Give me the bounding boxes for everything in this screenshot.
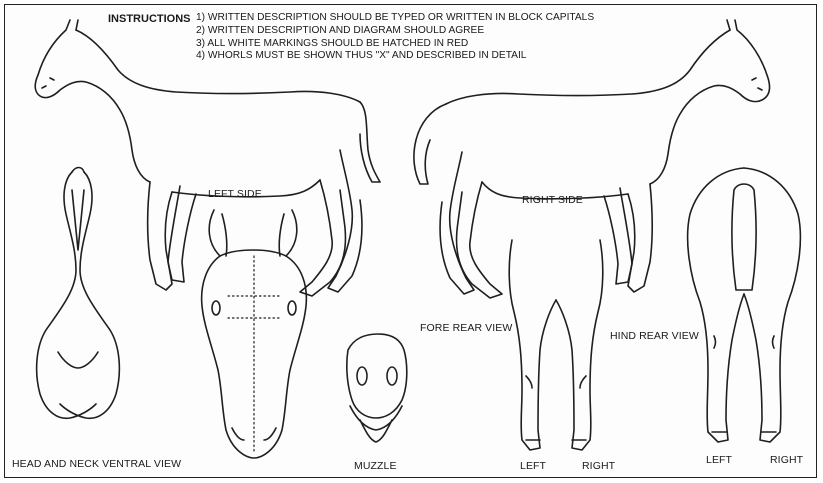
instruction-item: 2) WRITTEN DESCRIPTION AND DIAGRAM SHOUL… (196, 25, 594, 38)
muzzle-label: MUZZLE (354, 460, 397, 472)
hind-rear-view-label: HIND REAR VIEW (610, 330, 699, 342)
right-side-label: RIGHT SIDE (522, 194, 583, 206)
left-side-label: LEFT SIDE (208, 188, 262, 200)
head-neck-ventral-label: HEAD AND NECK VENTRAL VIEW (12, 458, 181, 470)
instructions-list: 1) WRITTEN DESCRIPTION SHOULD BE TYPED O… (196, 12, 594, 63)
hind-rear-view-drawing (688, 168, 801, 442)
fore-rear-view-label: FORE REAR VIEW (420, 322, 512, 334)
fore-right-label: RIGHT (582, 460, 615, 472)
head-front-drawing (202, 210, 307, 458)
instructions-heading: INSTRUCTIONS (108, 13, 191, 25)
instruction-item: 3) ALL WHITE MARKINGS SHOULD BE HATCHED … (196, 38, 594, 51)
hind-right-label: RIGHT (770, 454, 803, 466)
instruction-item: 4) WHORLS MUST BE SHOWN THUS "X" AND DES… (196, 50, 594, 63)
fore-rear-view-drawing (509, 240, 603, 450)
instruction-item: 1) WRITTEN DESCRIPTION SHOULD BE TYPED O… (196, 12, 594, 25)
muzzle-drawing (347, 334, 407, 442)
head-neck-ventral-drawing (37, 168, 120, 419)
fore-left-label: LEFT (520, 460, 546, 472)
hind-left-label: LEFT (706, 454, 732, 466)
